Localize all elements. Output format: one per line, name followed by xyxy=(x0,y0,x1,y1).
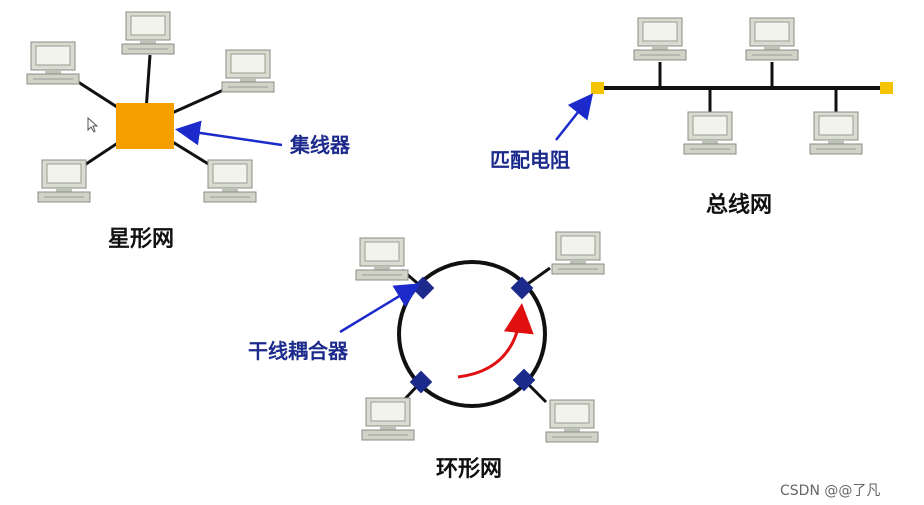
bus-computer-icon xyxy=(745,17,799,61)
ring-trunk xyxy=(397,260,547,408)
ring-flow-arrow xyxy=(457,303,534,379)
star-computer-icon xyxy=(221,49,275,93)
hub-pointer-arrow xyxy=(175,120,283,147)
ring-computer-icon xyxy=(545,399,599,443)
star-network: 集线器 星形网 xyxy=(26,11,351,252)
star-caption: 星形网 xyxy=(108,227,174,252)
star-computer-icon xyxy=(26,41,80,85)
coupler-pointer-arrow xyxy=(339,283,421,334)
star-computer-icon xyxy=(121,11,175,55)
ring-computer-icon xyxy=(361,397,415,441)
coupler-label: 干线耦合器 xyxy=(248,339,349,363)
bus-computer-icon xyxy=(809,111,863,155)
mouse-cursor-icon xyxy=(87,116,99,133)
bus-caption: 总线网 xyxy=(706,192,772,218)
watermark: CSDN @@了凡 xyxy=(780,483,880,499)
bus-computer-icon xyxy=(683,111,737,155)
bus-network: 匹配电阻 总线网 xyxy=(490,17,893,218)
bus-computer-icon xyxy=(633,17,687,61)
ring-computer-icon xyxy=(551,231,605,275)
bus-drops xyxy=(658,62,838,112)
ring-caption: 环形网 xyxy=(436,457,502,482)
terminator-right xyxy=(880,82,893,94)
star-computer-icon xyxy=(37,159,91,203)
terminator-left xyxy=(591,82,604,94)
terminator-pointer-arrow xyxy=(555,93,594,141)
hub xyxy=(116,103,174,149)
ring-network: 干线耦合器 环形网 xyxy=(248,231,605,482)
star-computer-icon xyxy=(203,159,257,203)
terminator-label: 匹配电阻 xyxy=(490,148,570,172)
ring-computer-icon xyxy=(355,237,409,281)
hub-label: 集线器 xyxy=(289,133,351,157)
